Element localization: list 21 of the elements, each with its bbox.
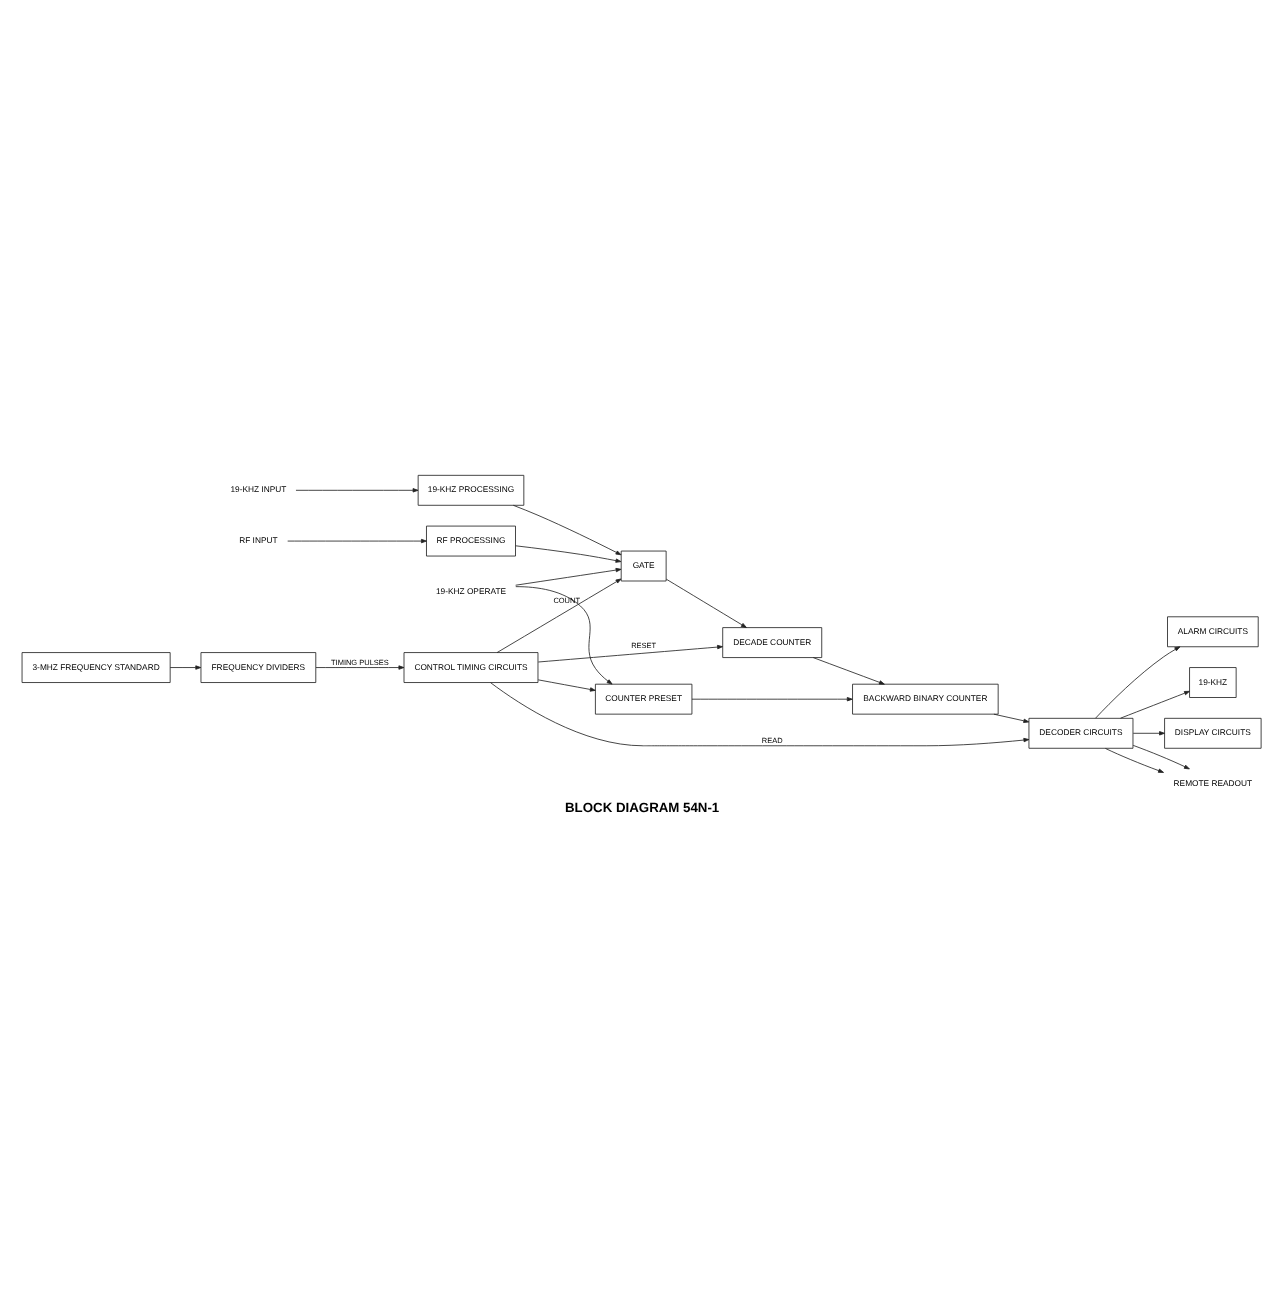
arrow	[691, 697, 853, 702]
arrow	[512, 504, 622, 556]
arrow	[1104, 748, 1164, 773]
arrow	[295, 488, 419, 493]
arrow	[515, 586, 613, 685]
arrow	[169, 665, 202, 670]
arrow	[315, 665, 405, 670]
arrow	[1132, 745, 1190, 770]
arrow	[993, 713, 1030, 723]
arrow	[537, 679, 596, 692]
arrow	[515, 545, 622, 563]
arrow	[812, 657, 885, 685]
arrow	[665, 578, 747, 628]
arrow	[515, 567, 622, 586]
arrow	[1095, 646, 1181, 719]
arrow	[490, 682, 1030, 747]
arrow	[496, 578, 622, 653]
arrow	[537, 644, 723, 663]
arrow	[287, 538, 427, 544]
arrow	[1132, 731, 1165, 736]
arrow	[1120, 690, 1190, 719]
